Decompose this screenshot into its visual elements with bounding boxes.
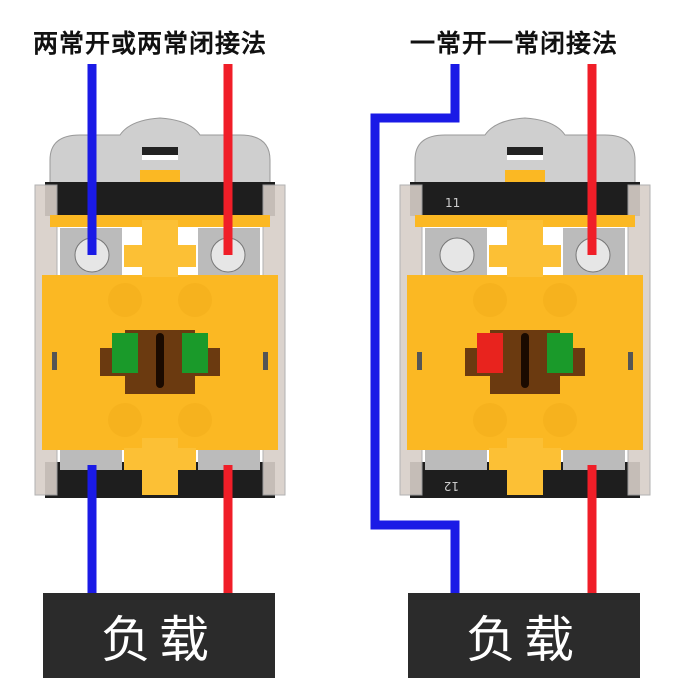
left-contact-1 — [112, 333, 138, 373]
left-diagram-title: 两常开或两常闭接法 — [33, 29, 268, 58]
left-load-box: 负载 — [43, 593, 275, 678]
right-diagram-title: 一常开一常闭接法 — [410, 29, 619, 58]
right-blue-wire — [370, 64, 460, 593]
right-switch: 11 12 — [399, 117, 651, 499]
terminal-label-top: 11 — [445, 196, 460, 210]
terminal-label-bottom: 12 — [444, 479, 459, 493]
right-contact-nc — [477, 333, 503, 373]
right-load-box: 负载 — [408, 593, 640, 678]
left-switch — [34, 117, 286, 499]
right-contact-no — [547, 333, 573, 373]
left-contact-2 — [182, 333, 208, 373]
